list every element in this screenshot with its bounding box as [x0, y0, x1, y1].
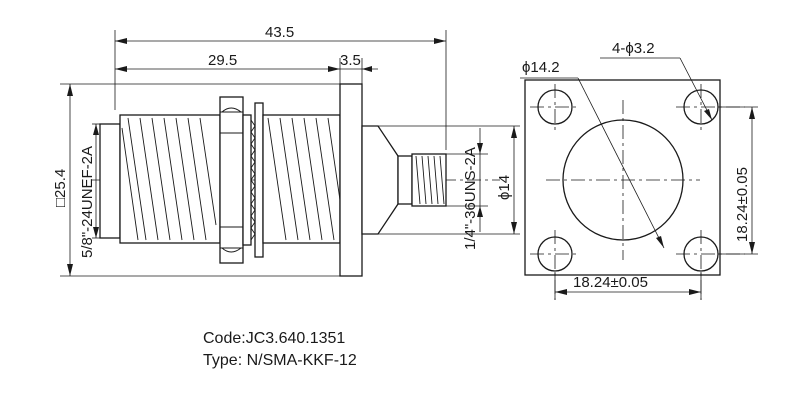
dim-hole-spacing-horizontal-label: 18.24±0.05: [573, 274, 648, 291]
dim-holes: 4-ϕ3.2: [600, 40, 713, 121]
caption-type: Type: N/SMA-KKF-12: [203, 352, 357, 369]
dim-overall-length: 43.5: [265, 24, 294, 41]
flange-outline: [524, 79, 721, 276]
hex-nut: [219, 96, 244, 264]
lock-washer: [242, 102, 264, 258]
dim-front-thread-label: 1/4"-36UNS-2A: [462, 147, 479, 250]
dim-square-flange: □25.4: [52, 169, 69, 207]
dim-center-diameter-label: ϕ14.2: [522, 59, 560, 76]
sma-interface: [361, 125, 447, 235]
dim-rear-thread-label: 5/8"-24UNEF-2A: [79, 146, 96, 258]
square-flange: [339, 83, 363, 277]
front-view: ϕ14.2 4-ϕ3.2 18.24±0.05 18.24±0.05: [520, 40, 758, 300]
dim-front-diameter-label: ϕ14: [496, 175, 513, 200]
dim-3-5: 3.5: [340, 52, 378, 84]
dim-front-diameter: ϕ14: [378, 125, 520, 235]
dim-43-5: 43.5: [114, 24, 447, 150]
front-threaded-section: [262, 114, 341, 244]
dim-hole-spacing-horizontal: 18.24±0.05: [554, 272, 702, 300]
rear-threaded-body: [99, 114, 221, 244]
side-view: 43.5 29.5 3.5 □25.4: [52, 24, 520, 277]
dim-body-length: 29.5: [208, 52, 237, 69]
dim-holes-label: 4-ϕ3.2: [612, 40, 655, 57]
dim-hole-spacing-vertical-label: 18.24±0.05: [734, 167, 751, 242]
dim-center-diameter: ϕ14.2: [520, 59, 665, 249]
caption-code: Code:JC3.640.1351: [203, 330, 346, 347]
dim-rear-thread: 5/8"-24UNEF-2A: [79, 123, 100, 258]
dim-front-thread: 1/4"-36UNS-2A: [446, 128, 488, 250]
dim-29-5: 29.5: [115, 52, 341, 84]
dim-hole-spacing-vertical: 18.24±0.05: [718, 106, 758, 255]
dim-square-25-4: □25.4: [52, 83, 340, 277]
dim-flange-thickness: 3.5: [340, 52, 361, 69]
center-bore: [562, 119, 684, 241]
